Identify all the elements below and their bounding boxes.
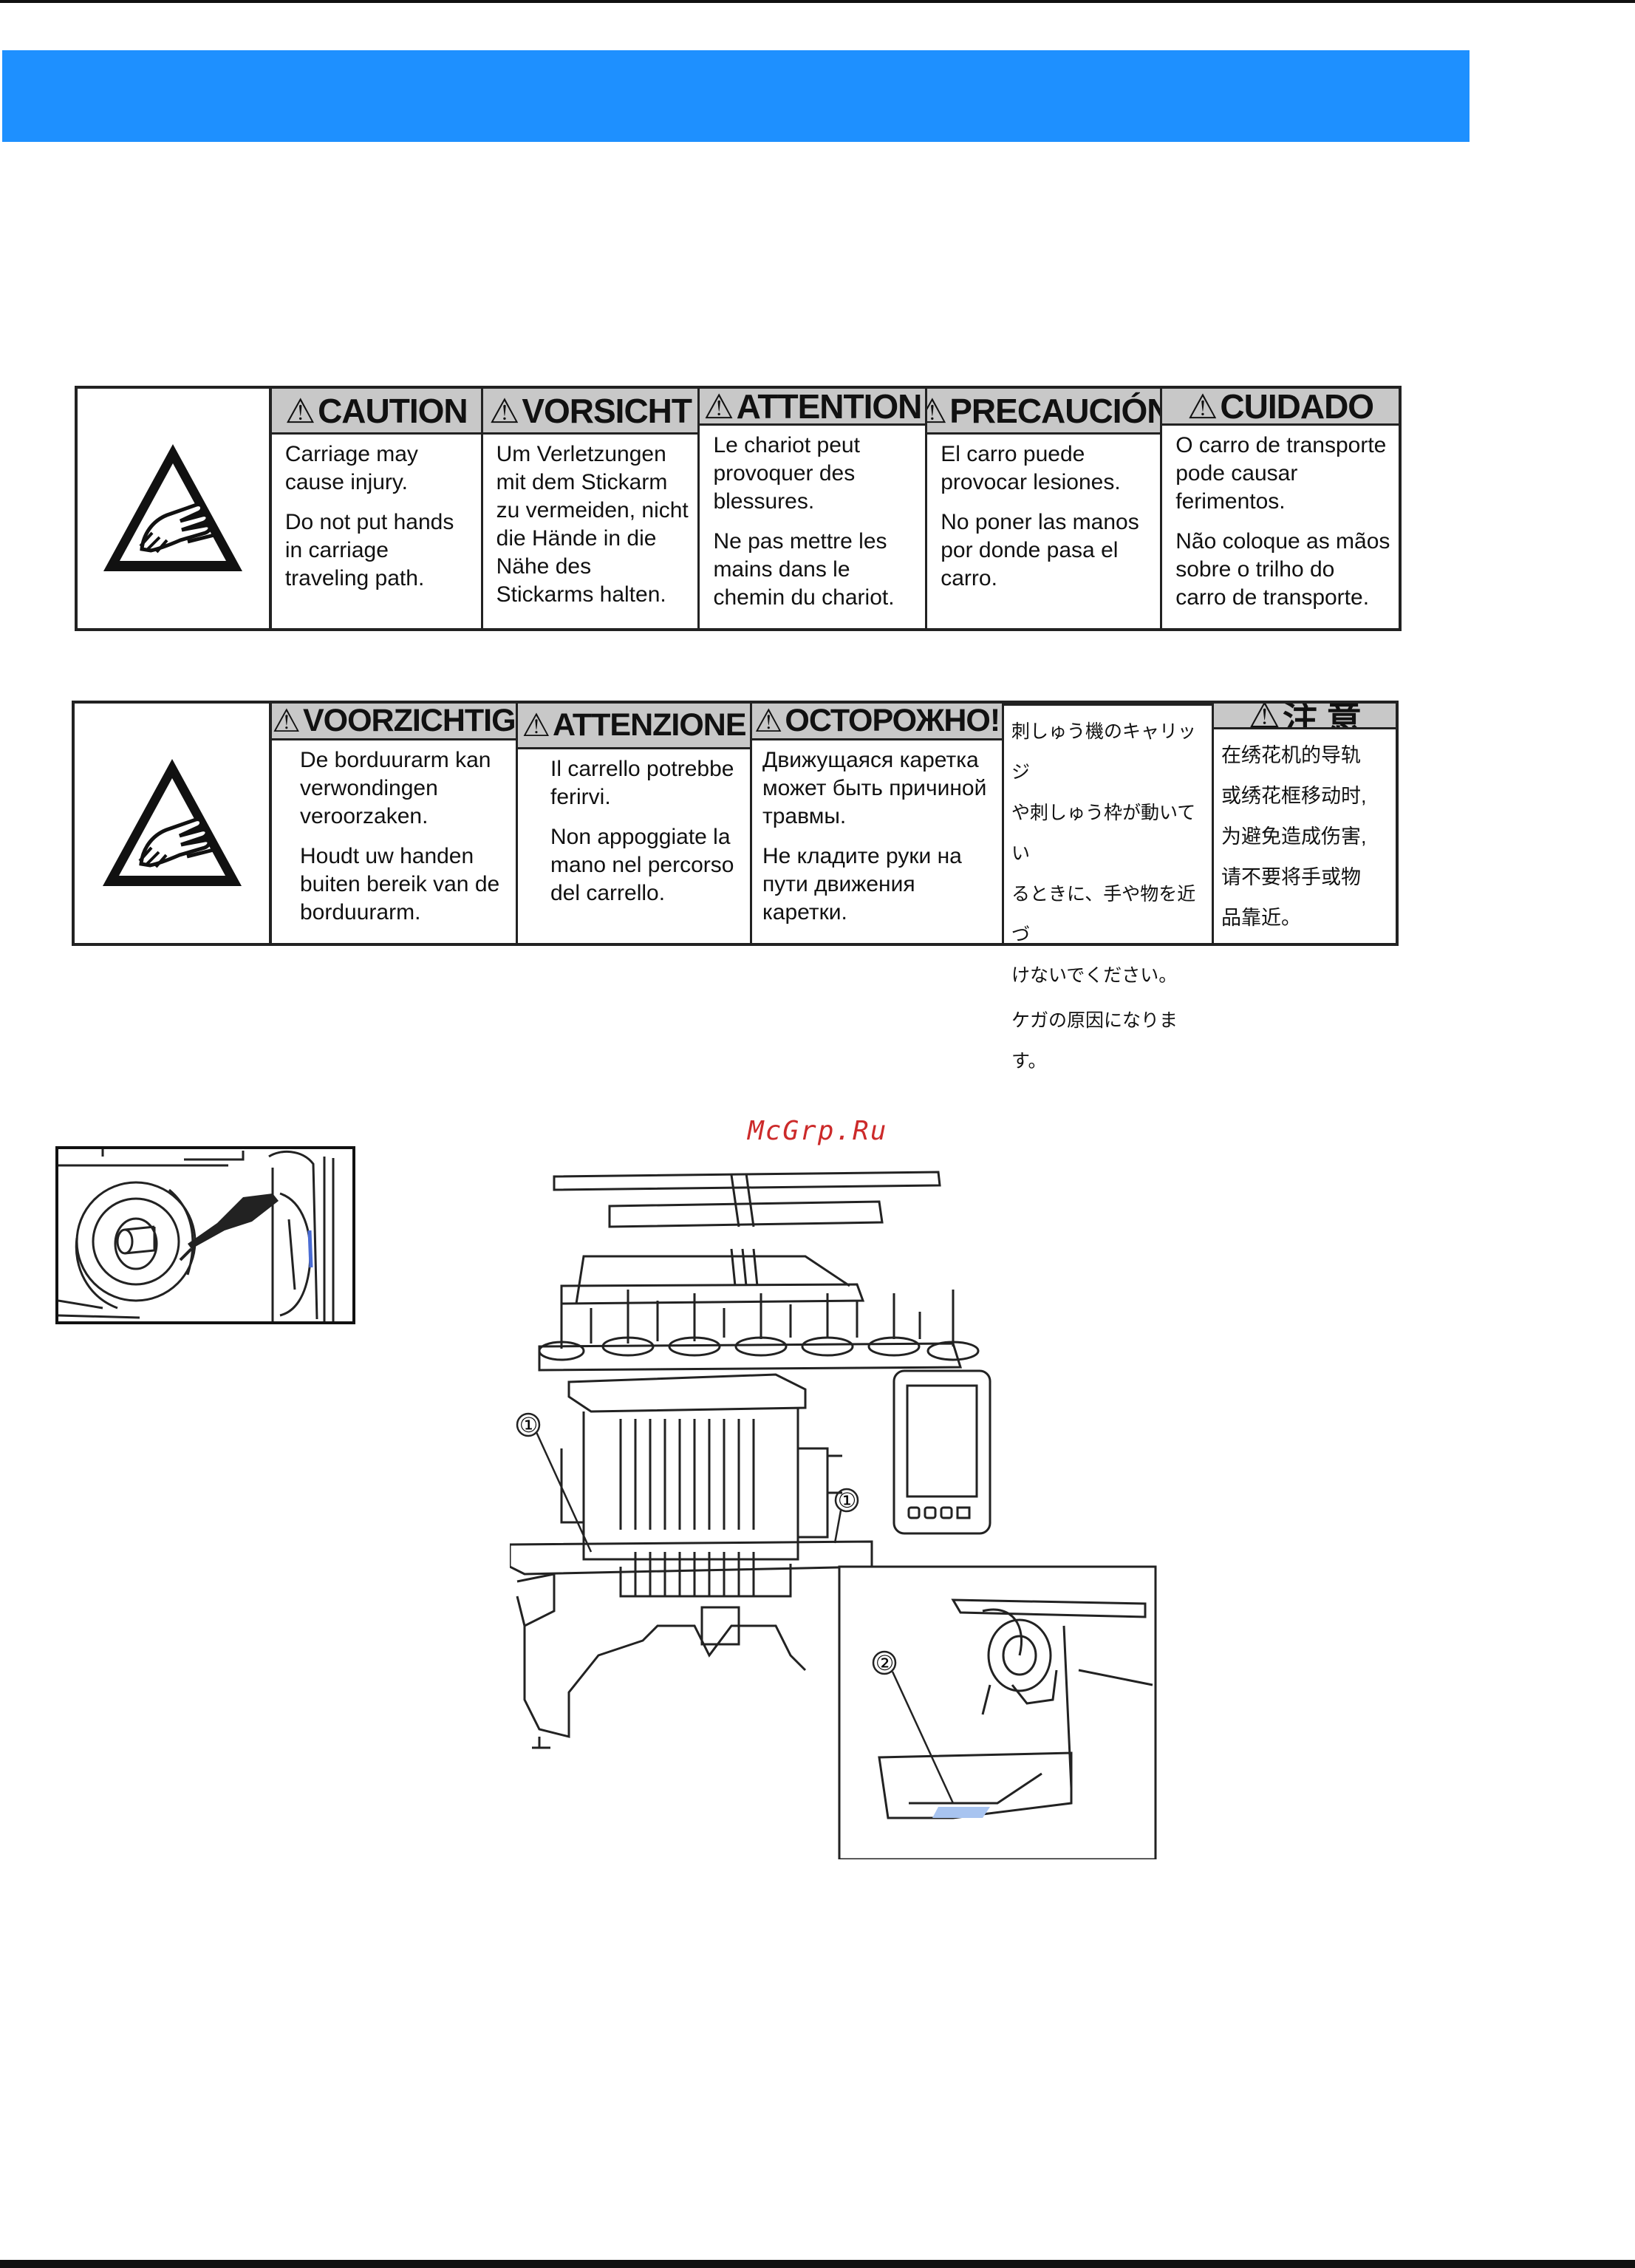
text-line: 品靠近。 (1221, 907, 1301, 929)
warning-triangle-icon: ⚠ (272, 704, 301, 739)
warning-triangle-icon: ⚠ (927, 391, 947, 431)
watermark: McGrp.Ru (748, 1116, 888, 1146)
text-line: 为避免造成伤害, (1221, 825, 1367, 848)
section-banner (2, 50, 1470, 142)
heading-cuidado: CUIDADO (1220, 389, 1374, 426)
warning-triangle-icon: ⚠ (703, 389, 734, 426)
text-line: Не кладите руки на пути движения каретки… (762, 844, 962, 924)
oiling-drawing (58, 1149, 335, 1321)
text-line: 请不要将手或物 (1221, 866, 1361, 888)
text-line: 在绣花机的导轨 (1221, 744, 1361, 766)
col-en: ⚠CAUTION Carriage may cause injury. Do n… (271, 389, 483, 628)
col-de: ⚠VORSICHT Um Verletzungen mit dem Sticka… (482, 389, 700, 628)
heading-caution: CAUTION (318, 391, 468, 430)
machine-drawing: ① ① ② (508, 1171, 1157, 1861)
warning-triangle-icon: ⚠ (1248, 704, 1280, 729)
heading-attenzione: ATTENZIONE (553, 707, 747, 743)
hook-oiling-illustration (55, 1146, 355, 1324)
hand-crush-warning-icon (103, 444, 243, 571)
col-fr: ⚠ATTENTION Le chariot peut provoquer des… (700, 389, 928, 628)
text-line: Do not put hands in carriage traveling p… (284, 510, 454, 590)
text-line: や刺しゅう枠が動いてい (1011, 803, 1196, 864)
text-line: Um Verletzungen mit dem Stickarm zu verm… (496, 442, 689, 607)
text-line: De borduurarm kan verwondingen veroorzak… (300, 748, 491, 828)
warning-triangle-icon: ⚠ (489, 391, 519, 430)
caution-table-1: ⚠CAUTION Carriage may cause injury. Do n… (75, 386, 1402, 631)
hand-crush-warning-icon (102, 759, 242, 886)
col-ja: ⚠注 意 刺しゅう機のキャリッジ や刺しゅう枠が動いてい るときに、手や物を近づ… (1004, 704, 1214, 1072)
warning-triangle-icon: ⚠ (284, 391, 315, 430)
hazard-icon-cell (78, 389, 272, 628)
col-it: ⚠ATTENZIONE Il carrello potrebbe ferirvi… (518, 704, 752, 943)
warning-triangle-icon: ⚠ (754, 704, 783, 739)
text-line: ケガの原因になります。 (1011, 1010, 1178, 1072)
bottom-rule (0, 2260, 1635, 2268)
warning-triangle-icon: ⚠ (522, 707, 550, 743)
embroidery-machine-illustration: ① ① ② (508, 1153, 1160, 1861)
col-ru: ⚠ОСТОРОЖНО! Движущаяся каретка может быт… (752, 704, 1004, 943)
heading-vorsicht: VORSICHT (522, 391, 692, 430)
heading-ostorozhno: ОСТОРОЖНО! (785, 704, 1000, 738)
top-rule (0, 0, 1635, 3)
text-line: Non appoggiate la mano nel percorso del … (550, 825, 734, 905)
text-line: Il carrello potrebbe ferirvi. (550, 757, 734, 809)
warning-triangle-icon: ⚠ (1187, 389, 1218, 426)
col-zh: ⚠注 意 在绣花机的导轨 或绣花框移动时, 为避免造成伤害, 请不要将手或物 品… (1214, 704, 1396, 943)
col-pt: ⚠CUIDADO O carro de transporte pode caus… (1162, 389, 1399, 628)
heading-zhuyi-zh: 注 意 (1282, 704, 1362, 729)
col-es: ⚠PRECAUCIÓN El carro puede provocar lesi… (927, 389, 1163, 628)
callout-2: ② (875, 1651, 894, 1675)
text-line: Não coloque as mãos sobre o trilho do ca… (1175, 529, 1390, 610)
col-nl: ⚠VOORZICHTIG De borduurarm kan verwondin… (272, 704, 518, 943)
text-line: Движущаяся каретка может быть причиной т… (762, 748, 987, 828)
text-line: るときに、手や物を近づ (1011, 884, 1196, 945)
caution-table-2: ⚠VOORZICHTIG De borduurarm kan verwondin… (72, 701, 1399, 1072)
text-line: O carro de transporte pode causar ferime… (1175, 433, 1387, 514)
text-line: Carriage may cause injury. (284, 442, 418, 494)
heading-attention: ATTENTION (736, 389, 923, 426)
text-line: Ne pas mettre les mains dans le chemin d… (713, 529, 895, 610)
text-line: 或绣花框移动时, (1221, 785, 1367, 807)
text-line: No poner las manos por donde pasa el car… (941, 510, 1139, 590)
callout-1-right: ① (838, 1488, 856, 1513)
heading-voorzichtig: VOORZICHTIG (302, 704, 516, 738)
callout-1-left: ① (519, 1413, 538, 1437)
text-line: けないでください。 (1011, 965, 1178, 986)
text-line: 刺しゅう機のキャリッジ (1011, 721, 1197, 783)
text-line: El carro puede provocar lesiones. (941, 442, 1121, 494)
heading-precaucion: PRECAUCIÓN (949, 391, 1161, 430)
text-line: Le chariot peut provoquer des blessures. (713, 433, 860, 514)
hazard-icon-cell (75, 704, 272, 943)
text-line: Houdt uw handen buiten bereik van de bor… (300, 844, 500, 924)
